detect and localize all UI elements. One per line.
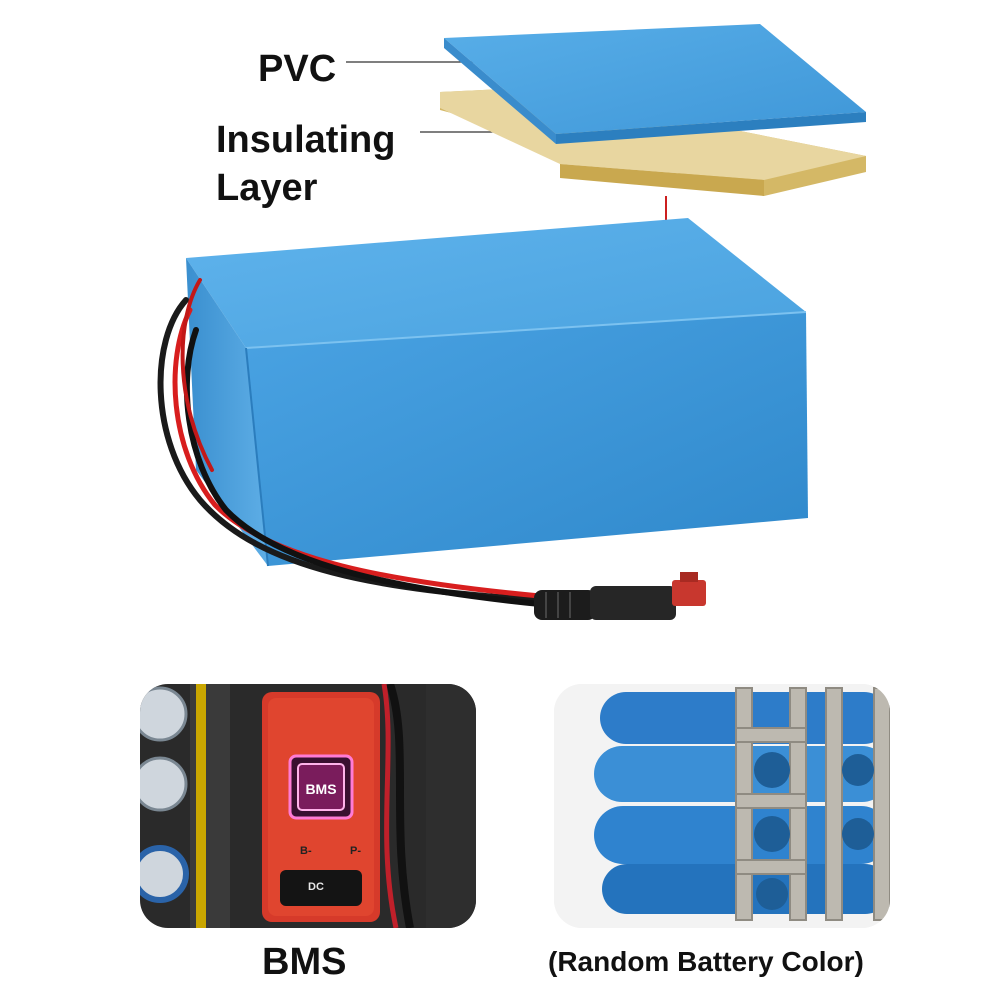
bms-p-minus-mark: P- [350,845,361,857]
insulating-layer-label: Insulating Layer [216,116,395,212]
battery-cells-image-panel [554,684,890,928]
pvc-sheet [444,24,866,144]
bms-caption: BMS [262,941,347,983]
dc-connector-plug [534,572,706,620]
battery-pack-box [186,218,808,567]
bms-image-panel: BMS B- P- DC [140,684,476,928]
battery-wires [157,278,543,607]
insulating-label-line1: Insulating [216,119,396,161]
nickel-strips [735,687,890,921]
insulating-label-line2: Layer [216,167,318,209]
bms-dc-mark: DC [308,881,324,893]
bms-chip-text: BMS [305,781,336,797]
battery-pack-illustration [157,24,866,620]
bms-board: BMS B- P- DC [262,692,380,922]
battery-cells-left [140,684,230,928]
cell-ends [754,752,874,910]
random-battery-color-caption: (Random Battery Color) [548,946,864,977]
bms-board-illustration: BMS B- P- DC [140,684,476,928]
battery-cells-illustration [554,684,890,928]
pvc-label: PVC [258,48,337,90]
bms-b-minus-mark: B- [300,845,312,857]
